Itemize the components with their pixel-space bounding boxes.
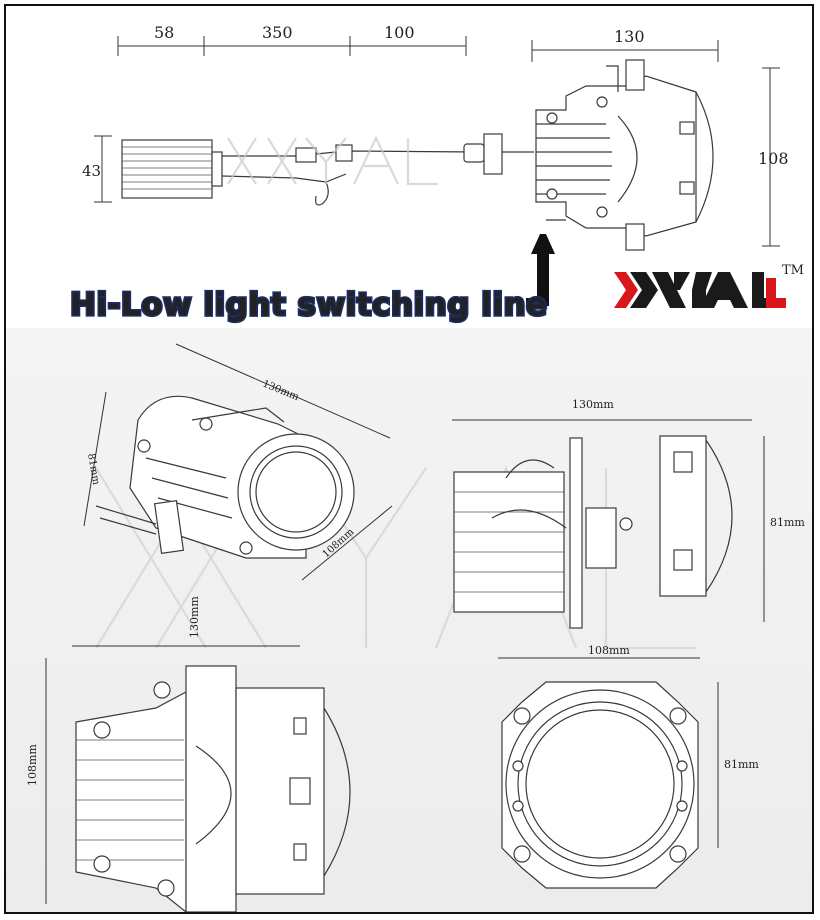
side-view: 130mm 81mm [452, 398, 805, 629]
iso-length-label: 130mm [261, 379, 301, 404]
dimension-350: 350 [262, 23, 293, 42]
lens-height-dimension: 108 [758, 67, 789, 247]
ballast-height-dimension: 43 [82, 135, 112, 203]
iso-height-label: 81mm [85, 453, 101, 487]
top-length-label: 130mm [188, 596, 201, 638]
technical-views-drawing: 130mm 81mm 108mm 130mm [26, 343, 805, 912]
trademark-symbol: TM [782, 263, 804, 278]
product-diagram-frame: 58 350 100 130 43 [4, 4, 814, 914]
brand-logo [614, 272, 786, 308]
switch-line-label: Hi-Low light switching line [70, 287, 548, 323]
isometric-view: 130mm 81mm 108mm [83, 343, 393, 581]
dimension-58: 58 [154, 23, 174, 42]
cable-drawing [221, 133, 534, 206]
switch-arrow [526, 234, 555, 306]
overview-panel: 58 350 100 130 43 [6, 6, 812, 328]
front-width-label: 108mm [588, 644, 630, 657]
dimension-100: 100 [384, 23, 415, 42]
dimension-43: 43 [82, 162, 101, 180]
watermark-logo [227, 135, 438, 186]
front-height-label: 81mm [724, 758, 759, 771]
dimension-130: 130 [614, 27, 645, 46]
dimension-108: 108 [758, 149, 789, 168]
width-dimension-line: 130 [531, 27, 719, 62]
projector-side-drawing [535, 59, 714, 251]
length-dimension-line: 58 350 100 [117, 23, 467, 56]
top-view: 130mm 108mm [26, 596, 351, 912]
top-height-label: 108mm [26, 744, 39, 786]
side-height-label: 81mm [770, 516, 805, 529]
ballast-drawing [121, 139, 223, 199]
front-view: 108mm 81mm [498, 644, 759, 889]
side-length-label: 130mm [572, 398, 614, 411]
overview-drawing: 58 350 100 130 43 [68, 23, 804, 325]
technical-views-panel: 130mm 81mm 108mm 130mm [6, 328, 812, 912]
